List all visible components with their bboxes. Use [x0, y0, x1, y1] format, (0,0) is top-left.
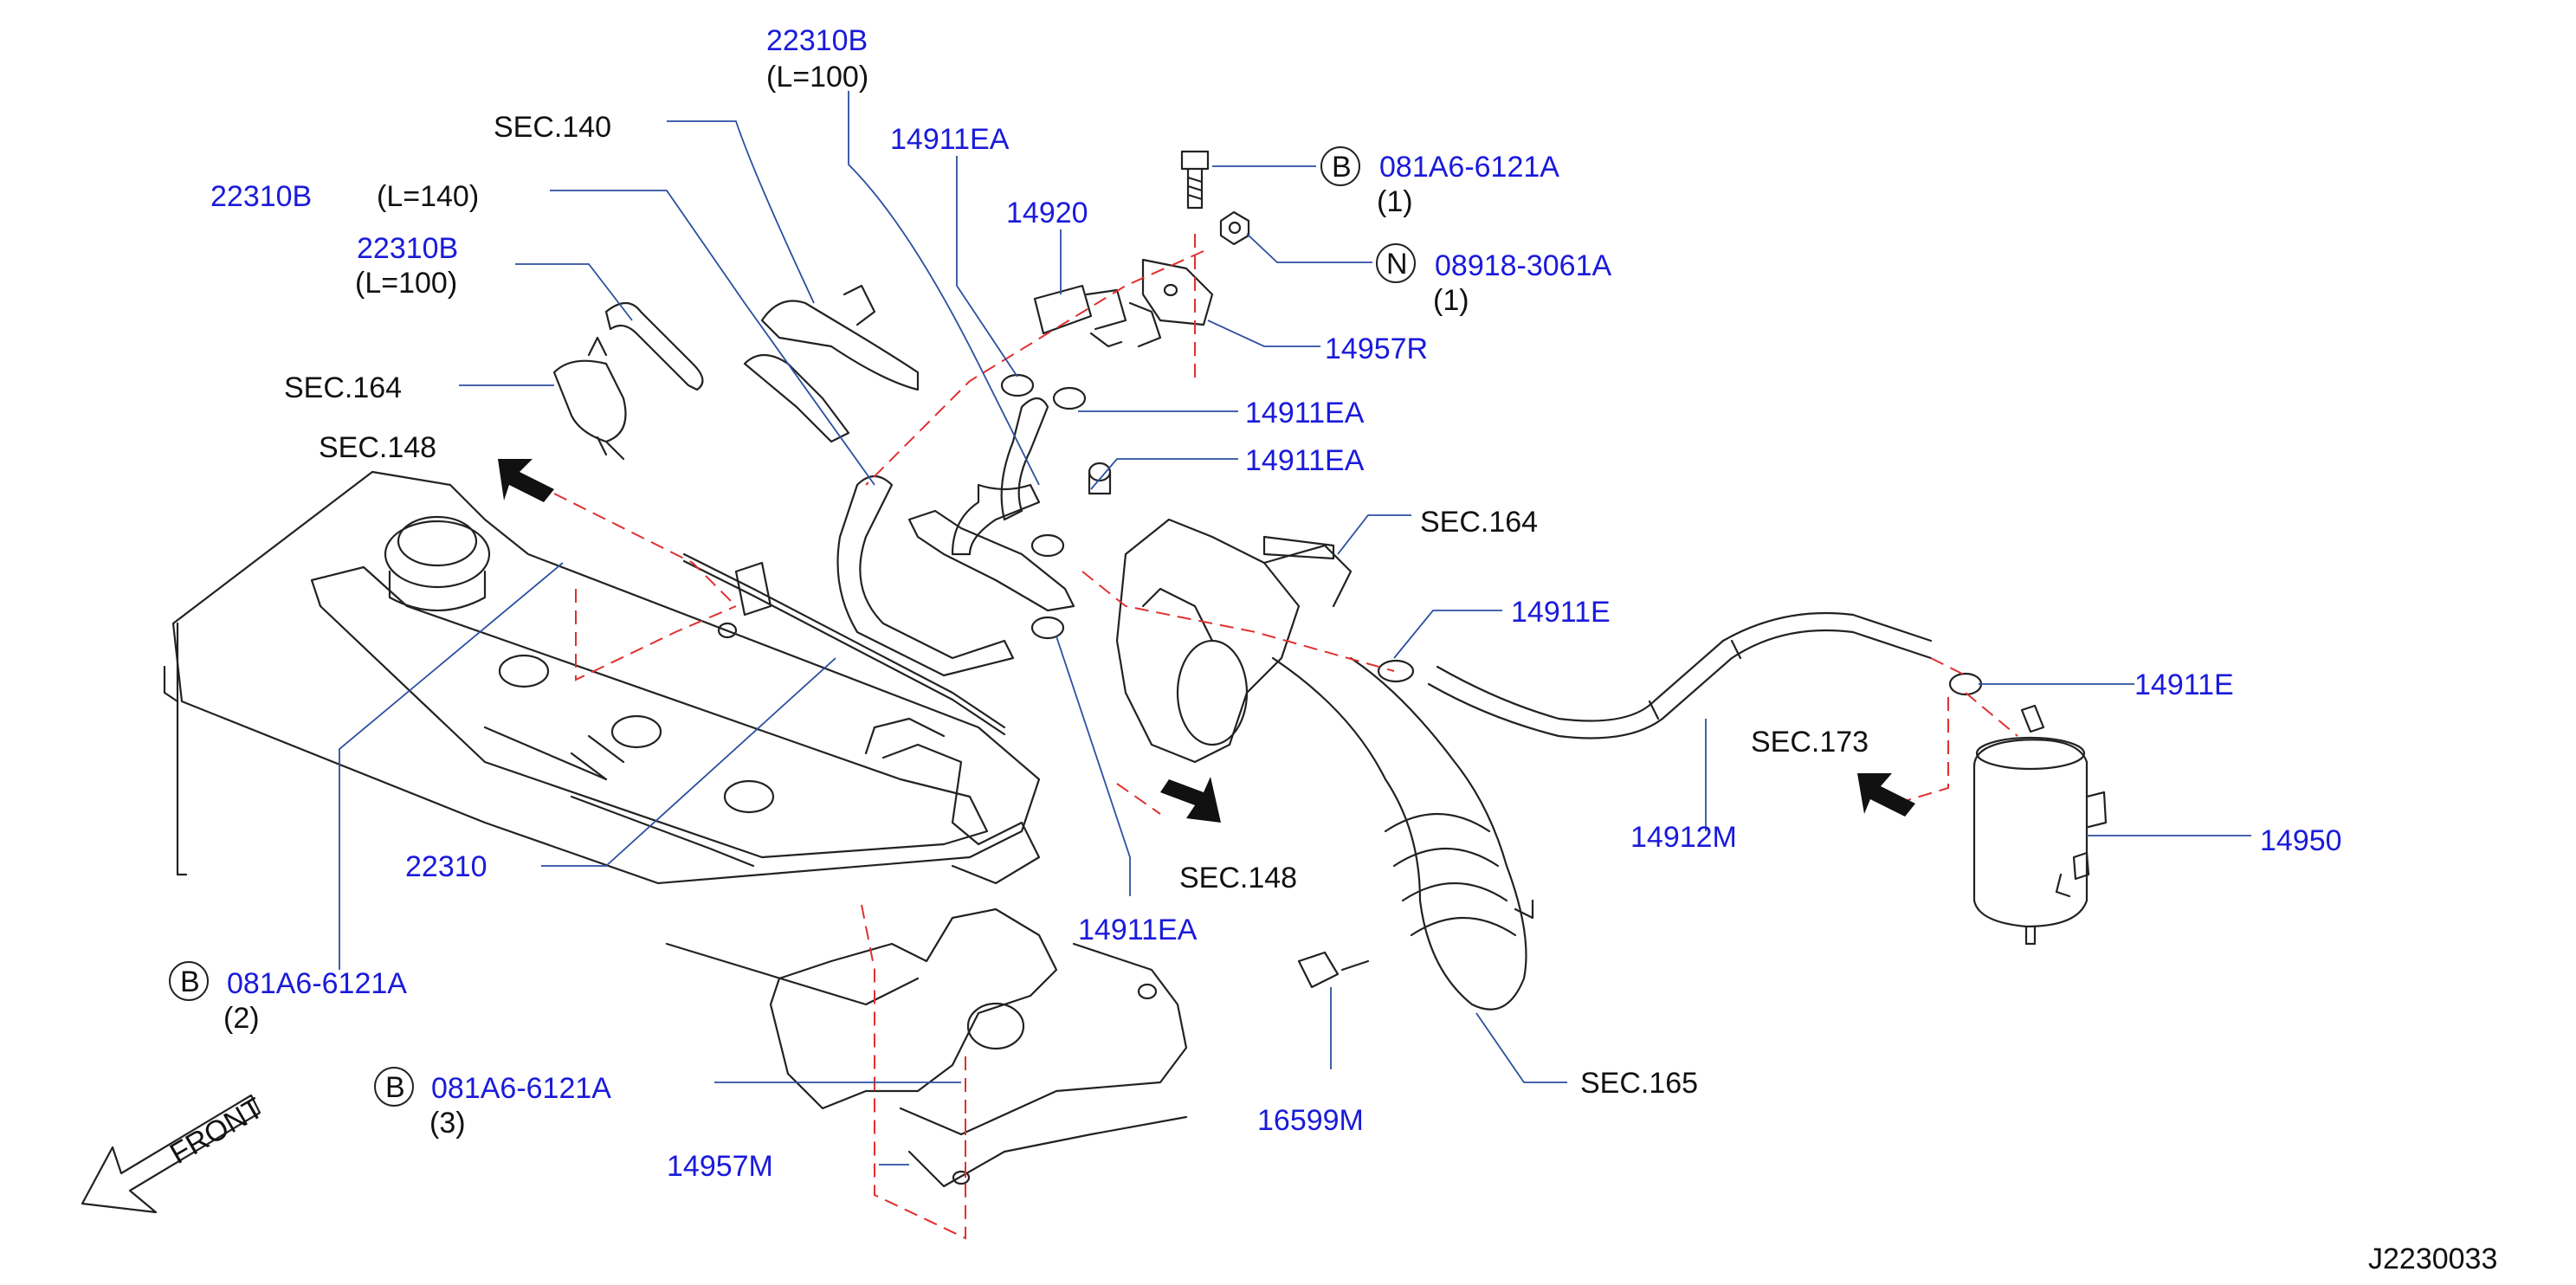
label-14950[interactable]: 14950 — [2260, 824, 2342, 857]
label-081a6-6121a-b3[interactable]: 081A6-6121A — [431, 1072, 611, 1105]
label-sec165[interactable]: SEC.165 — [1580, 1067, 1698, 1100]
direction-arrows — [81, 459, 1915, 1214]
sec173-arrow — [1857, 773, 1915, 817]
label-14911ea-d[interactable]: 14911EA — [1078, 914, 1198, 946]
label-sec164-right[interactable]: SEC.164 — [1420, 506, 1538, 539]
label-081a6-6121a-b1[interactable]: 081A6-6121A — [1379, 151, 1559, 184]
bolt-b1-qty: (1) — [1377, 185, 1413, 218]
label-081a6-6121a-b2[interactable]: 081A6-6121A — [227, 967, 407, 1000]
label-14957r[interactable]: 14957R — [1325, 333, 1428, 365]
sec148-top-arrow — [498, 459, 554, 502]
label-14920[interactable]: 14920 — [1006, 197, 1088, 229]
bolt-b1-letter: B — [1332, 151, 1352, 184]
label-22310b-mid[interactable]: 22310B — [210, 180, 312, 213]
label-22310b-low-length: (L=100) — [355, 267, 457, 300]
bolt-b3-qty: (3) — [429, 1107, 466, 1140]
label-22310b-mid-length: (L=140) — [377, 180, 479, 213]
assembly-dashed-lines — [553, 234, 2018, 1240]
label-14911ea-c[interactable]: 14911EA — [1245, 444, 1365, 477]
label-sec140[interactable]: SEC.140 — [494, 111, 611, 144]
front-label: FRONT — [165, 1091, 268, 1170]
sec148-mid-arrow — [1160, 777, 1221, 823]
label-08918-3061a[interactable]: 08918-3061A — [1435, 249, 1612, 282]
label-16599m[interactable]: 16599M — [1257, 1104, 1364, 1137]
label-22310b-low[interactable]: 22310B — [357, 232, 458, 265]
label-14911ea-b[interactable]: 14911EA — [1245, 397, 1365, 429]
label-sec164-left[interactable]: SEC.164 — [284, 371, 402, 404]
label-sec173[interactable]: SEC.173 — [1751, 726, 1869, 759]
nut-letter: N — [1386, 248, 1408, 281]
label-22310[interactable]: 22310 — [405, 850, 487, 883]
label-22310b-top[interactable]: 22310B — [766, 24, 868, 57]
callout-circles — [169, 146, 1416, 1107]
label-14912m[interactable]: 14912M — [1630, 821, 1737, 854]
engine-block-drawing — [163, 150, 2108, 1188]
label-14911e-a[interactable]: 14911E — [1511, 596, 1611, 629]
label-14911ea-a[interactable]: 14911EA — [890, 123, 1010, 156]
diagram-id: J2230033 — [2368, 1243, 2497, 1275]
bolt-b3-letter: B — [385, 1071, 405, 1104]
part-labels: 22310B (L=100) SEC.140 14911EA B 081A6-6… — [165, 24, 2497, 1275]
label-sec148-mid[interactable]: SEC.148 — [1179, 862, 1297, 894]
front-arrow-icon — [81, 1094, 261, 1214]
label-22310b-top-length: (L=100) — [766, 61, 868, 94]
label-sec148-top[interactable]: SEC.148 — [319, 431, 436, 464]
nut-qty: (1) — [1433, 284, 1469, 317]
label-14957m[interactable]: 14957M — [667, 1150, 773, 1183]
label-14911e-b[interactable]: 14911E — [2134, 668, 2234, 701]
bolt-b2-letter: B — [180, 965, 200, 998]
leader-lines — [339, 91, 2251, 1166]
bolt-b2-qty: (2) — [223, 1002, 260, 1035]
